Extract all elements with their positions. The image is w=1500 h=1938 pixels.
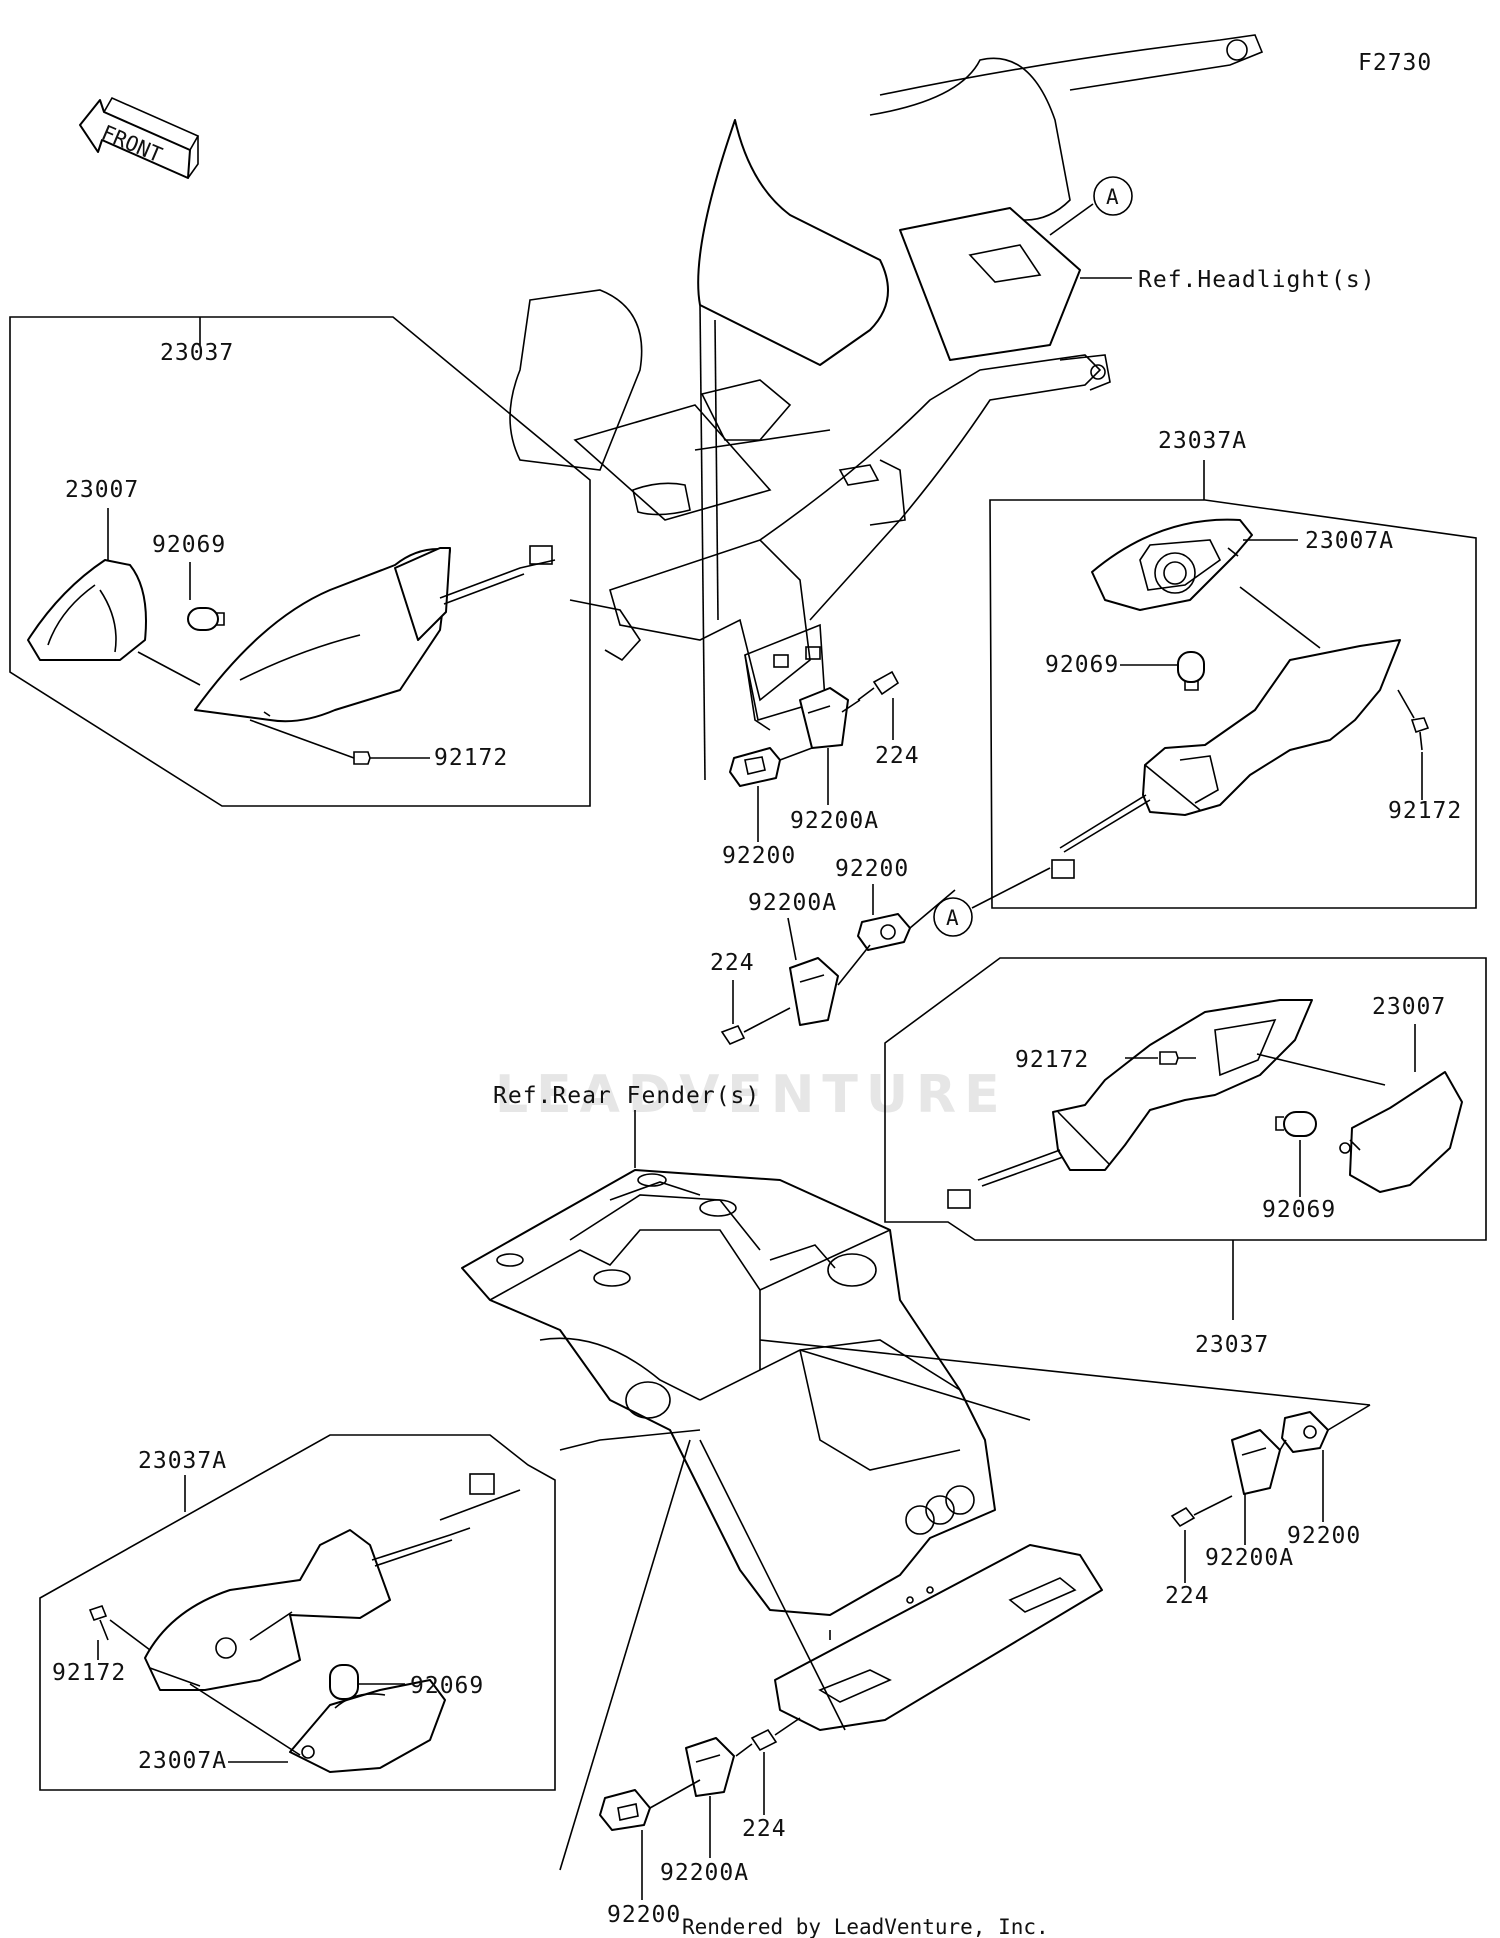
rear-right-bolt-label: 224	[1165, 1583, 1210, 1609]
mid-bracket-hardware	[720, 889, 956, 1045]
front-left-bulb-label: 92069	[152, 532, 226, 558]
figure-code: F2730	[1358, 50, 1432, 76]
front-bracket-clip-label: 92200A	[790, 808, 879, 834]
rear-right-lens-label: 23007	[1372, 994, 1446, 1020]
front-bracket-hardware	[729, 670, 900, 787]
front-right-bulb-icon	[1177, 651, 1205, 691]
rear-right-bolt-icon	[1170, 1495, 1233, 1528]
mid-plate-label: 92200	[835, 856, 909, 882]
front-left-turn-signal-group	[9, 316, 591, 807]
front-left-screw-icon	[353, 751, 390, 765]
mid-screw-icon	[720, 1007, 791, 1045]
mid-screw-label: 224	[710, 950, 755, 976]
rear-bottom-plate-label: 92200	[607, 1902, 681, 1928]
front-right-screw-label: 92172	[1388, 798, 1462, 824]
front-right-screw-icon	[1410, 717, 1430, 751]
rear-bottom-screw-icon	[735, 1728, 778, 1757]
front-right-assembly-label: 23037A	[1158, 428, 1247, 454]
front-bracket-screw-label: 224	[875, 743, 920, 769]
rear-left-bulb-label: 92069	[410, 1673, 484, 1699]
rear-left-lens-label: 23007A	[138, 1748, 227, 1774]
credit-text: Rendered by LeadVenture, Inc.	[682, 1915, 1049, 1938]
rear-right-screw-label: 92172	[1015, 1047, 1089, 1073]
ref-rear-fender-label: Ref.Rear Fender(s)	[493, 1083, 760, 1109]
rear-fender-body	[461, 1169, 1371, 1871]
front-left-screw-label: 92172	[434, 745, 508, 771]
rear-right-assembly-label: 23037	[1195, 1332, 1269, 1358]
rear-left-assembly-label: 23037A	[138, 1448, 227, 1474]
ref-headlight-label: Ref.Headlight(s)	[1138, 267, 1376, 293]
front-right-lens-label: 23007A	[1305, 528, 1394, 554]
rear-left-screw-label: 92172	[52, 1660, 126, 1686]
rear-bottom-screw-label: 224	[742, 1816, 787, 1842]
rear-left-bulb-icon	[329, 1664, 359, 1700]
rear-right-bulb-icon	[1275, 1111, 1317, 1137]
rear-right-turn-signal-group	[884, 957, 1487, 1320]
rear-bottom-clip-label: 92200A	[660, 1860, 749, 1886]
rear-right-hardware	[1170, 1404, 1371, 1528]
front-right-bulb-label: 92069	[1045, 652, 1119, 678]
rear-right-screw-icon	[1159, 1051, 1196, 1065]
rear-right-bulb-label: 92069	[1262, 1197, 1336, 1223]
front-left-bulb-icon	[187, 607, 225, 631]
front-right-turn-signal-group	[989, 460, 1477, 909]
marker-a-mid: A	[933, 867, 1051, 937]
marker-a-mid-label: A	[946, 906, 959, 930]
front-bracket-screw-icon	[857, 670, 900, 701]
front-arrow-icon: FRONT	[79, 96, 200, 179]
front-left-assembly-label: 23037	[160, 340, 234, 366]
watermark: LEADVENTURE	[495, 1065, 1008, 1125]
mid-clip-label: 92200A	[748, 890, 837, 916]
marker-a-top-label: A	[1106, 185, 1119, 209]
rear-left-screw-icon	[88, 1605, 109, 1641]
rear-bottom-hardware	[599, 1717, 801, 1831]
rear-left-turn-signal-group	[39, 1434, 556, 1791]
marker-a-top: A	[1049, 176, 1133, 236]
front-left-lens-label: 23007	[65, 477, 139, 503]
rear-right-clip-label: 92200A	[1205, 1545, 1294, 1571]
front-bracket-plate-label: 92200	[722, 843, 796, 869]
rear-right-plate-label: 92200	[1287, 1523, 1361, 1549]
headlight-bracket-frame	[509, 34, 1264, 781]
